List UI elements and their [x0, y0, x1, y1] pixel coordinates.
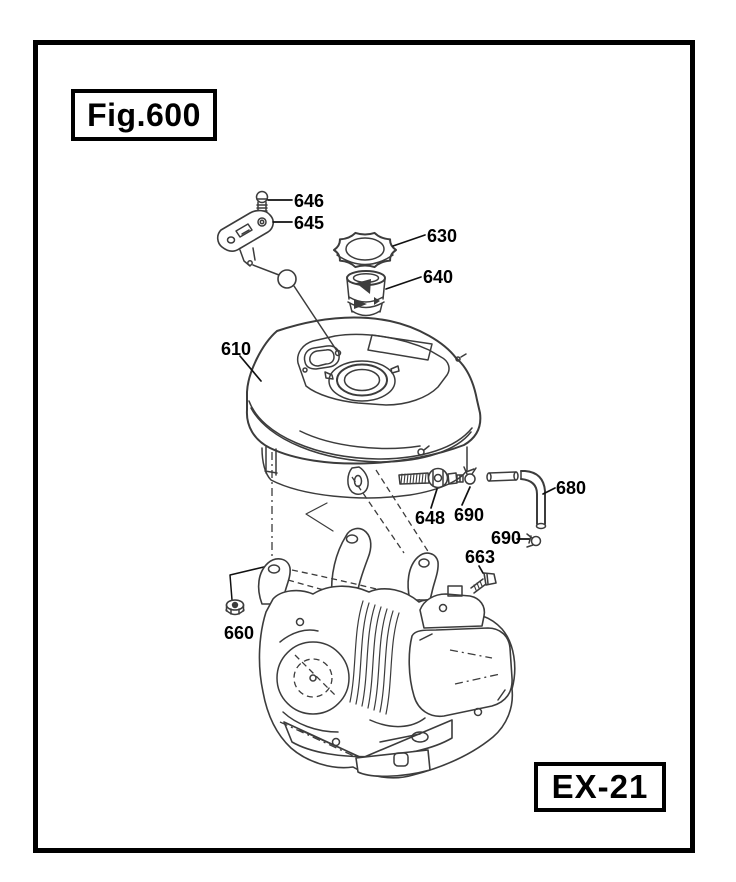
- part-callout-648: 648: [415, 508, 446, 528]
- part-callout-646: 646: [294, 191, 325, 211]
- model-code: EX-21: [551, 768, 649, 805]
- fuel-joint-648: [398, 467, 464, 489]
- nut-660: [225, 599, 245, 616]
- fuel-cap-630: [333, 231, 397, 269]
- figure-number: Fig.600: [87, 96, 201, 133]
- part-callout-630: 630: [427, 226, 458, 246]
- model-code-box: EX-21: [534, 762, 666, 812]
- clip-690-upper: [463, 466, 477, 485]
- alignment-lines: [271, 452, 432, 560]
- part-callout-645: 645: [294, 213, 325, 233]
- leader-lines: [239, 199, 556, 574]
- leader-663: [478, 565, 484, 574]
- engine-crankcase: [229, 527, 516, 779]
- leader-610: [239, 355, 262, 382]
- part-callout-680: 680: [556, 478, 587, 498]
- bracket-645: [216, 209, 338, 352]
- clip-690-lower: [526, 533, 542, 548]
- diagram-frame: [33, 40, 695, 853]
- part-callout-660: 660: [224, 623, 255, 643]
- part-callout-663: 663: [465, 547, 496, 567]
- part-callout-690-lower: 690: [491, 528, 522, 548]
- bolt-663: [470, 572, 497, 594]
- leader-630: [392, 234, 426, 247]
- part-callout-690-upper: 690: [454, 505, 485, 525]
- fuel-tank-610: [245, 316, 482, 499]
- fuel-filter-640: [346, 270, 386, 317]
- fuel-pipe-680: [486, 470, 547, 530]
- leader-648: [430, 488, 438, 509]
- leader-680: [542, 487, 556, 495]
- leader-690-upper: [461, 486, 471, 506]
- part-callout-610: 610: [221, 339, 252, 359]
- figure-number-box: Fig.600: [71, 89, 217, 141]
- leader-640: [385, 276, 422, 290]
- part-callout-640: 640: [423, 267, 454, 287]
